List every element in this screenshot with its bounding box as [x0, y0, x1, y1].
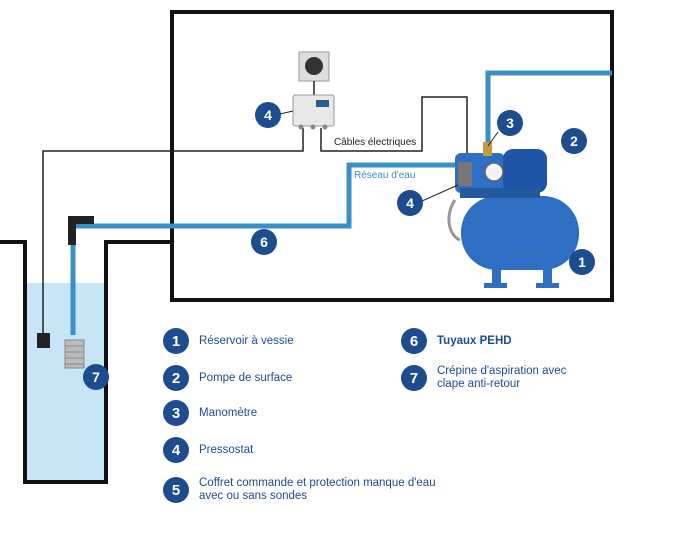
- legend-text: Réservoir à vessie: [199, 334, 294, 347]
- pump-motor: [503, 149, 547, 193]
- svg-text:6: 6: [260, 234, 268, 250]
- strainer: [64, 339, 85, 369]
- legend-item-4: 4 Pressostat: [163, 437, 253, 463]
- legend-item-7: 7 Crépine d'aspiration avec clape anti-r…: [401, 365, 597, 391]
- legend-text: Manomètre: [199, 406, 258, 419]
- legend-number: 7: [401, 365, 427, 391]
- badge-strainer: 7: [83, 364, 109, 390]
- pressure-gauge: [484, 162, 504, 182]
- legend-item-3: 3 Manomètre: [163, 400, 257, 426]
- svg-text:4: 4: [406, 195, 414, 211]
- legend-text: Pressostat: [199, 443, 254, 456]
- svg-text:7: 7: [92, 369, 100, 385]
- legend-text: Coffret commande et protection manque d'…: [199, 477, 436, 502]
- svg-text:1: 1: [578, 254, 586, 270]
- suction-pipe: [70, 162, 458, 335]
- badge-pressure-switch: 4: [397, 190, 423, 216]
- legend-number: 6: [401, 328, 427, 354]
- badge-tank: 1: [569, 249, 595, 275]
- house-wall: [170, 10, 614, 302]
- network-label: Réseau d'eau: [354, 170, 415, 181]
- bladder-tank: [461, 196, 579, 270]
- legend-number: 5: [163, 477, 189, 503]
- svg-text:3: 3: [506, 115, 514, 131]
- legend-item-5: 5 Coffret commande et protection manque …: [163, 477, 449, 503]
- cable-label: Câbles électriques: [334, 137, 416, 148]
- suction-elbow: [68, 216, 94, 245]
- legend-number: 4: [163, 437, 189, 463]
- legend-text: Crépine d'aspiration avec clape anti-ret…: [437, 365, 567, 390]
- legend-text: Pompe de surface: [199, 371, 293, 384]
- well-wall: [0, 240, 172, 484]
- badge-gauge: 3: [497, 110, 523, 136]
- electric-cable: [320, 96, 468, 160]
- float-probe: [37, 333, 50, 348]
- legend-number: 3: [163, 400, 189, 426]
- svg-text:2: 2: [570, 133, 578, 149]
- badge-pipe: 6: [251, 229, 277, 255]
- pressure-switch-box: [292, 94, 335, 127]
- legend-item-2: 2 Pompe de surface: [163, 365, 292, 391]
- legend-number: 1: [163, 328, 189, 354]
- probe-cable: [42, 128, 304, 335]
- legend-item-1: 1 Réservoir à vessie: [163, 328, 294, 354]
- legend-text: Tuyaux PEHD: [437, 334, 512, 347]
- legend-number: 2: [163, 365, 189, 391]
- badge-pump: 2: [561, 128, 587, 154]
- badge-switch-box: 4: [255, 102, 281, 128]
- svg-text:4: 4: [264, 107, 272, 123]
- legend-item-6: 6 Tuyaux PEHD: [401, 328, 512, 354]
- network-pipe: [485, 70, 612, 150]
